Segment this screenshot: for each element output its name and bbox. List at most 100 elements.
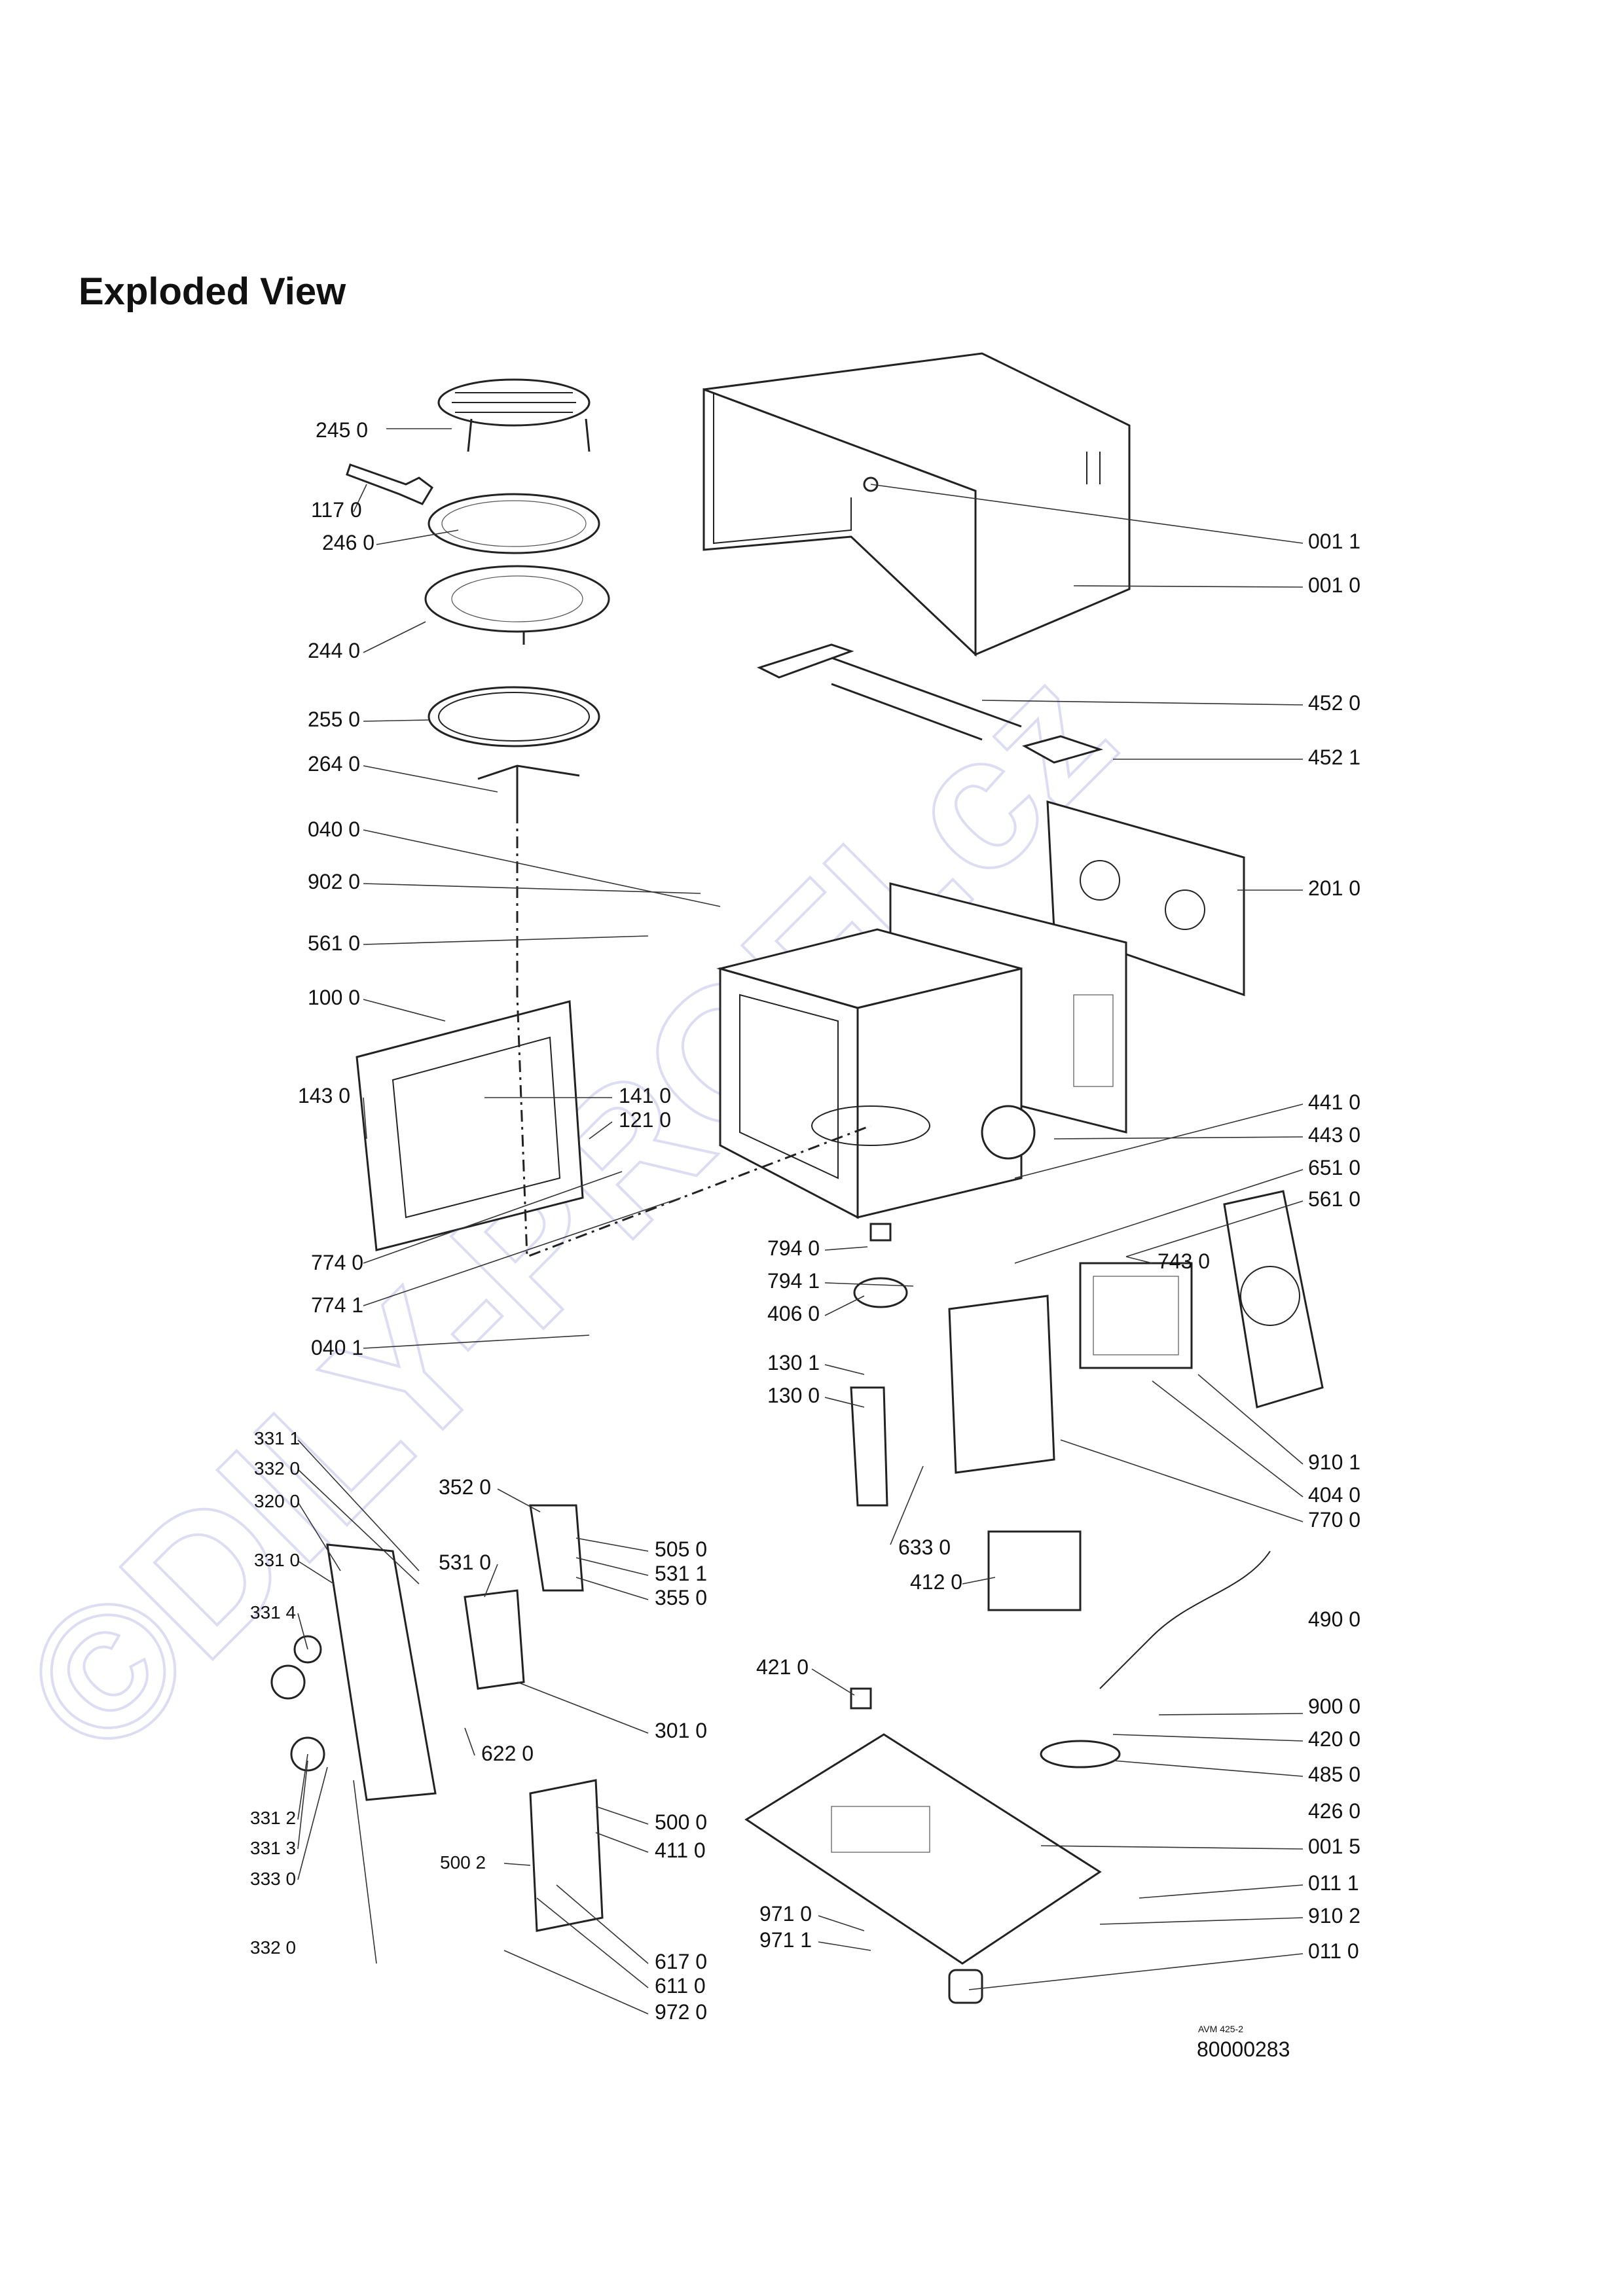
leader-line (575, 1537, 649, 1552)
leader-line (595, 1832, 649, 1853)
label-4521: 452 1 (1308, 745, 1360, 769)
label-1000: 100 0 (308, 986, 360, 1009)
support-rack (424, 565, 610, 645)
label-6220: 622 0 (481, 1742, 534, 1765)
label-4110: 411 0 (655, 1839, 706, 1862)
label-3550: 355 0 (655, 1586, 707, 1609)
label-1300: 130 0 (767, 1384, 820, 1407)
label-9020: 902 0 (308, 870, 360, 893)
leader-line (376, 529, 459, 545)
lower-board (529, 1779, 604, 1932)
leader-line (595, 1806, 649, 1825)
label-3200: 320 0 (254, 1491, 300, 1511)
label-2460: 246 0 (322, 531, 374, 554)
page-title: Exploded View (79, 270, 346, 313)
leader-line (297, 1439, 420, 1571)
leader-line (363, 829, 721, 907)
hv-transformer (987, 1530, 1082, 1611)
label-3314: 331 4 (250, 1602, 296, 1623)
leader-line (497, 1488, 541, 1513)
label-1410: 141 0 (619, 1084, 671, 1107)
label-4200: 420 0 (1308, 1727, 1360, 1751)
leader-line (1040, 1845, 1304, 1850)
leader-line (1014, 1169, 1304, 1264)
leader-line (363, 999, 446, 1022)
label-2640: 264 0 (308, 752, 360, 776)
label-0010: 001 0 (1308, 573, 1360, 597)
leader-line (824, 1282, 914, 1287)
label-5310: 531 0 (439, 1551, 491, 1574)
label-3310: 331 0 (254, 1550, 300, 1570)
leader-line (1158, 1713, 1304, 1715)
door-assembly (356, 1000, 584, 1251)
label-5000: 500 0 (655, 1810, 707, 1834)
leader-line (363, 1171, 623, 1264)
leader-line (353, 1780, 377, 1964)
label-3010: 301 0 (655, 1719, 707, 1742)
leader-line (297, 1767, 328, 1880)
leader-line (363, 621, 426, 653)
label-9720: 972 0 (655, 2000, 707, 2024)
label-0011: 001 1 (1308, 529, 1360, 553)
fan-motor-bracket (1223, 1190, 1324, 1408)
label-9000: 900 0 (1308, 1695, 1360, 1718)
label-6110: 611 0 (655, 1974, 706, 1998)
label-2550: 255 0 (308, 708, 360, 731)
label-5311: 531 1 (655, 1562, 707, 1585)
leader-line (1099, 1917, 1304, 1925)
label-3313: 331 3 (250, 1838, 296, 1858)
label-4260: 426 0 (1308, 1799, 1360, 1823)
leader-line (575, 1557, 649, 1576)
leader-line (824, 1246, 868, 1251)
leader-line (363, 1097, 367, 1139)
fan-blade (981, 1105, 1036, 1160)
label-0401: 040 1 (311, 1336, 363, 1359)
part-labels: 245 0 117 0 246 0 244 0 255 0 264 0 040 … (250, 418, 1360, 2024)
label-6330: 633 0 (898, 1535, 951, 1559)
leader-line (517, 1681, 649, 1734)
label-4850: 485 0 (1308, 1763, 1360, 1786)
label-3320-b: 332 0 (250, 1937, 296, 1958)
leader-line (297, 1469, 420, 1585)
leader-line (1060, 1439, 1304, 1522)
label-3320: 332 0 (254, 1458, 300, 1479)
leader-line (962, 1577, 996, 1585)
label-0111: 011 1 (1308, 1871, 1359, 1895)
leader-line (484, 1564, 498, 1598)
label-1430: 143 0 (298, 1084, 350, 1107)
grill-rack (437, 378, 591, 452)
label-6170: 617 0 (655, 1950, 707, 1973)
turntable-motor (853, 1223, 908, 1308)
label-4210: 421 0 (756, 1655, 809, 1679)
leader-line (824, 1364, 865, 1375)
label-1210: 121 0 (619, 1108, 671, 1132)
label-4520: 452 0 (1308, 691, 1360, 715)
leader-line (1073, 585, 1304, 588)
leader-line (464, 1727, 475, 1756)
leader-line (363, 719, 429, 722)
leader-line (297, 1501, 341, 1571)
leader-line (363, 883, 701, 894)
leader-line (968, 1953, 1304, 1990)
label-7740: 774 0 (311, 1251, 363, 1274)
label-9102: 910 2 (1308, 1904, 1360, 1928)
label-7741: 774 1 (311, 1293, 363, 1317)
leader-line (1152, 1380, 1304, 1498)
leader-line (1197, 1374, 1304, 1465)
label-4900: 490 0 (1308, 1607, 1360, 1631)
leader-line (297, 1560, 335, 1585)
leader-line (503, 1863, 531, 1866)
leader-line (824, 1295, 865, 1316)
label-3330: 333 0 (250, 1869, 296, 1889)
leader-line (556, 1884, 649, 1964)
label-0110: 011 0 (1308, 1939, 1359, 1963)
label-3312: 331 2 (250, 1808, 296, 1828)
outer-casing (702, 352, 1131, 657)
label-9710: 971 0 (759, 1902, 812, 1926)
leader-line (1053, 1136, 1304, 1139)
label-7940: 794 0 (767, 1236, 820, 1260)
foot (948, 1969, 983, 2004)
label-5610-b: 561 0 (1308, 1187, 1360, 1211)
